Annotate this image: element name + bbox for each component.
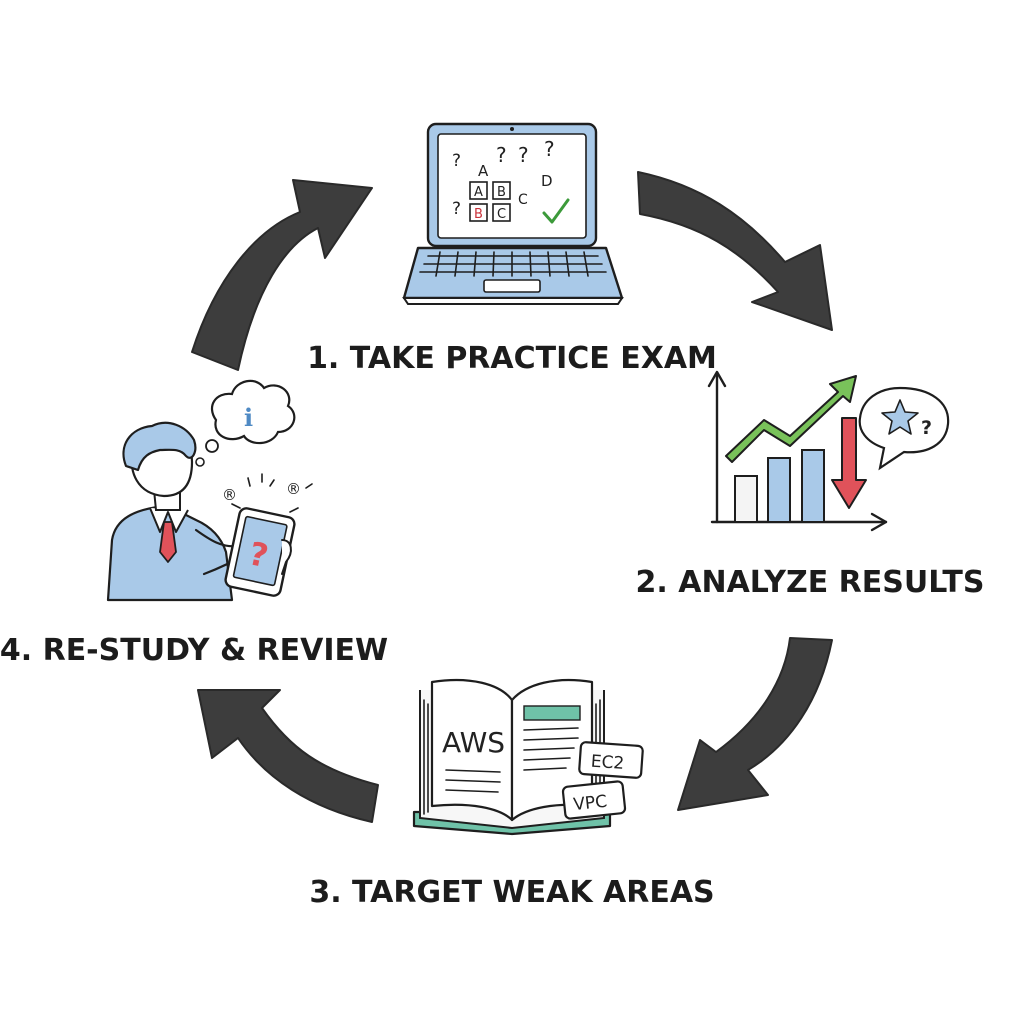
- svg-text:®: ®: [286, 480, 301, 498]
- svg-text:?: ?: [518, 143, 529, 167]
- cycle-arrow-2-to-3: [677, 637, 833, 811]
- step-3-label: 3. TARGET WEAK AREAS: [309, 875, 714, 910]
- answer-option-boxes: A B B C: [469, 181, 511, 222]
- svg-text:C: C: [497, 207, 506, 222]
- step-1-label: 1. TAKE PRACTICE EXAM: [307, 341, 717, 376]
- step-4-label: 4. RE-STUDY & REVIEW: [0, 633, 388, 668]
- open-book-icon: AWS EC2 VPC: [412, 678, 644, 836]
- svg-text:?: ?: [452, 199, 461, 219]
- svg-text:B: B: [497, 185, 506, 200]
- svg-text:EC2: EC2: [590, 752, 625, 774]
- floating-marks: ® ®: [222, 473, 313, 513]
- thought-bubble: [210, 379, 296, 445]
- keyboard-keys: [419, 251, 607, 277]
- person-with-tablet-icon: i ? ® ®: [106, 379, 313, 602]
- book-text-lines: [445, 727, 579, 793]
- tag-vpc: VPC: [561, 780, 627, 820]
- svg-text:A: A: [474, 185, 483, 200]
- step-2-label: 2. ANALYZE RESULTS: [636, 565, 985, 600]
- chart-bar-3: [801, 449, 825, 523]
- svg-text:?: ?: [452, 151, 461, 171]
- svg-text:i: i: [244, 403, 253, 432]
- svg-text:?: ?: [921, 417, 932, 439]
- cycle-arrow-4-to-1: [191, 179, 373, 371]
- trend-down-arrow: [831, 417, 867, 509]
- svg-text:C: C: [518, 192, 528, 208]
- svg-text:?: ?: [544, 137, 555, 161]
- chart-bar-1: [734, 475, 758, 523]
- svg-text:D: D: [541, 172, 553, 190]
- svg-text:A: A: [478, 162, 489, 180]
- cycle-arrow-1-to-2: [637, 171, 833, 331]
- screen-question-marks: ? A ? ? ? D ? C: [452, 137, 555, 219]
- bar-chart-icon: ?: [707, 370, 950, 532]
- svg-text:VPC: VPC: [572, 792, 608, 815]
- tie: [159, 521, 177, 563]
- svg-text:AWS: AWS: [442, 726, 505, 759]
- trend-up-arrow: [725, 375, 857, 463]
- svg-text:®: ®: [222, 486, 237, 504]
- hair: [122, 421, 197, 472]
- cycle-arrow-3-to-4: [197, 689, 379, 823]
- checkmark-icon: [542, 198, 570, 224]
- svg-text:B: B: [474, 207, 483, 222]
- tablet-icon: ?: [224, 507, 296, 597]
- laptop-icon: ? A ? ? ? D ? C A B B C: [402, 122, 624, 305]
- chart-bar-2: [767, 457, 791, 523]
- book-highlight: [523, 705, 581, 721]
- tag-ec2: EC2: [578, 741, 644, 779]
- svg-text:?: ?: [496, 143, 507, 167]
- star-icon: [881, 399, 919, 435]
